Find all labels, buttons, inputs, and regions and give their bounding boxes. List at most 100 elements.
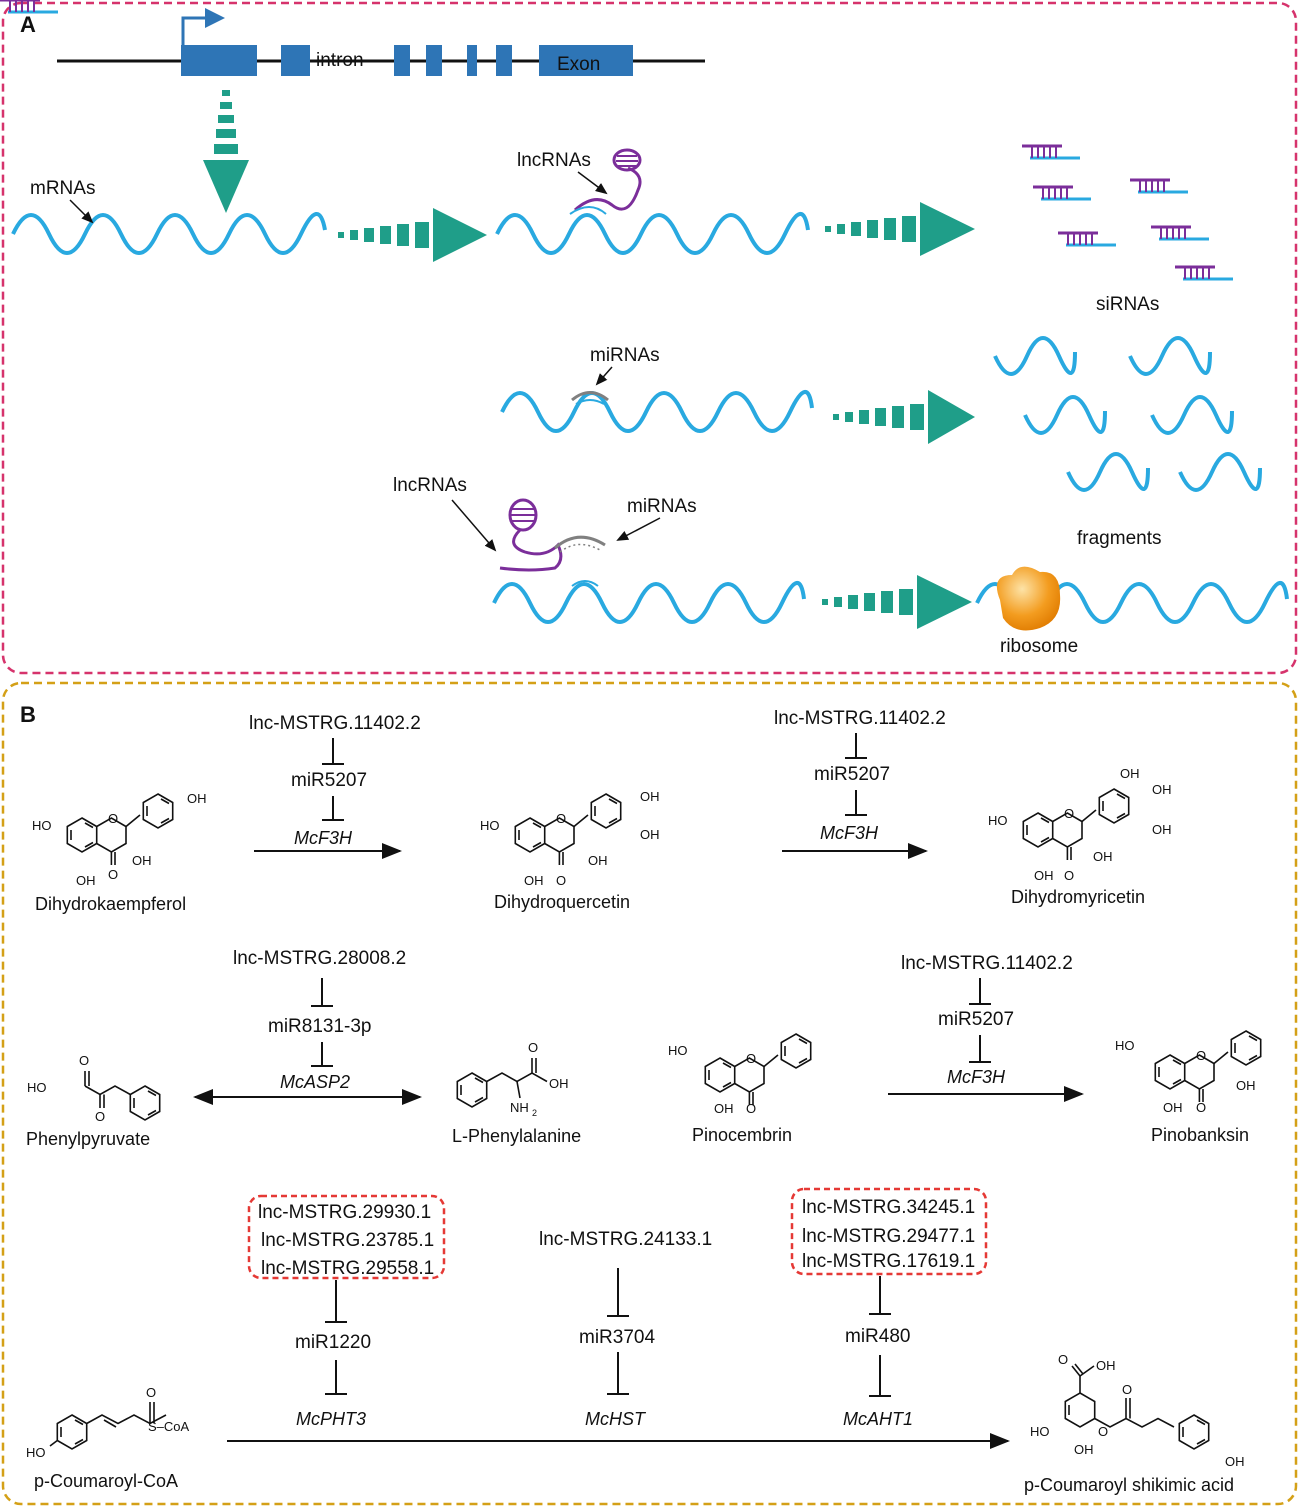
phenylpyruvate-structure: HO O O: [27, 1053, 161, 1124]
mirnas-bottom-label: miRNAs: [627, 496, 697, 517]
phenylalanine-label: L-Phenylalanine: [452, 1126, 581, 1146]
lnc-group-box-1: [247, 1194, 446, 1280]
diagram-text: McHST: [585, 1409, 647, 1429]
mrna-wave-1: [11, 212, 327, 255]
diagram-text: OH: [76, 873, 96, 888]
panel-b-border: [1, 681, 1298, 1506]
diagram-text: lnc-MSTRG.29558.1: [261, 1258, 434, 1279]
mrnas-label: mRNAs: [30, 178, 95, 199]
flow-arrow-3: [833, 390, 975, 444]
diagram-text: McF3H: [820, 823, 879, 843]
diagram-text: OH: [524, 873, 544, 888]
mirnas-mid-label: miRNAs: [590, 345, 660, 366]
flow-arrow-4: [822, 575, 972, 629]
diagram-text: OH: [1152, 822, 1172, 837]
regulation-2: lnc-MSTRG.11402.2 miR5207 McF3H: [774, 708, 946, 859]
diagram-text: OH: [1096, 1358, 1116, 1373]
diagram-text: O: [1196, 1048, 1206, 1063]
diagram-text: O: [1064, 806, 1074, 821]
diagram-text: McASP2: [280, 1072, 350, 1092]
diagram-text: 2: [532, 1108, 537, 1118]
mrna-wave-3: [500, 390, 814, 433]
mirna-mid: [571, 391, 609, 402]
diagram-text: O: [746, 1101, 756, 1116]
dihydroquercetin-label: Dihydroquercetin: [494, 892, 630, 912]
diagram-text: lnc-MSTRG.34245.1: [802, 1197, 975, 1218]
lncrnas-top-label: lncRNAs: [517, 150, 591, 171]
diagram-text: OH: [1225, 1454, 1245, 1469]
diagram-text: O: [108, 867, 118, 882]
coumaroyl-shikimic-structure: O OH HO OH O O OH: [1030, 1352, 1245, 1469]
diagram-text: miR5207: [938, 1009, 1014, 1030]
regulation-7: lnc-MSTRG.34245.1 lnc-MSTRG.29477.1 lnc-…: [790, 1187, 988, 1429]
regulation-6: lnc-MSTRG.24133.1 miR3704 McHST: [539, 1229, 712, 1429]
diagram-text: OH: [640, 789, 660, 804]
diagram-text: O: [108, 811, 118, 826]
diagram-text: lnc-MSTRG.29930.1: [258, 1202, 431, 1223]
coumaroyl-coa-structure: HO O S–CoA: [26, 1385, 190, 1460]
diagram-text: HO: [32, 818, 52, 833]
diagram-text: miR8131-3p: [268, 1016, 372, 1037]
flow-arrow-2: [825, 202, 975, 256]
diagram-text: McF3H: [294, 828, 353, 848]
coumaroyl-coa-label: p-Coumaroyl-CoA: [34, 1471, 178, 1491]
diagram-text: OH: [1034, 868, 1054, 883]
diagram-text: HO: [27, 1080, 47, 1095]
mrna-wave-4: [492, 581, 806, 624]
diagram-text: OH: [549, 1076, 569, 1091]
diagram-text: O: [746, 1051, 756, 1066]
diagram-text: OH: [714, 1101, 734, 1116]
dihydroquercetin-structure: HO O OH OH OH OH O: [480, 789, 660, 888]
pinocembrin-structure: HO O OH O: [668, 1033, 812, 1116]
flow-arrow-1: [338, 208, 487, 262]
sirna-duplexes: [0, 0, 1235, 281]
dihydrokaempferol-structure: HO O OH OH OH O: [32, 791, 207, 888]
mrna-fragments: [993, 336, 1262, 492]
dihydrokaempferol-label: Dihydrokaempferol: [35, 894, 186, 914]
pinobanksin-structure: HO O OH OH O: [1115, 1030, 1262, 1115]
diagram-text: HO: [26, 1445, 46, 1460]
diagram-text: McAHT1: [843, 1409, 913, 1429]
coumaroyl-shikimic-label: p-Coumaroyl shikimic acid: [1024, 1475, 1234, 1495]
panel-a-label: A: [20, 12, 36, 37]
diagram-text: NH: [510, 1100, 529, 1115]
dihydromyricetin-structure: HO O OH OH OH OH OH O: [988, 766, 1172, 883]
diagram-text: O: [146, 1385, 156, 1400]
diagram-text: miR5207: [814, 764, 890, 785]
diagram-text: lnc-MSTRG.17619.1: [802, 1251, 975, 1272]
panel-b-label: B: [20, 702, 36, 727]
pinocembrin-label: Pinocembrin: [692, 1125, 792, 1145]
diagram-text: lnc-MSTRG.11402.2: [774, 708, 946, 729]
diagram-text: McF3H: [947, 1067, 1006, 1087]
diagram-text: OH: [1236, 1078, 1256, 1093]
diagram-text: O: [1058, 1352, 1068, 1367]
diagram-text: O: [556, 873, 566, 888]
diagram-text: McPHT3: [296, 1409, 366, 1429]
regulation-1: lnc-MSTRG.11402.2 miR5207 McF3H: [249, 713, 421, 859]
transcription-arrow: [203, 90, 249, 213]
diagram-text: OH: [1163, 1100, 1183, 1115]
diagram-text: lnc-MSTRG.29477.1: [802, 1226, 975, 1247]
fragments-label: fragments: [1077, 528, 1161, 549]
diagram-text: S–CoA: [148, 1419, 190, 1434]
diagram-text: lnc-MSTRG.11402.2: [249, 713, 421, 734]
diagram-text: lnc-MSTRG.23785.1: [261, 1230, 434, 1251]
dihydromyricetin-label: Dihydromyricetin: [1011, 887, 1145, 907]
regulation-4: lnc-MSTRG.11402.2 miR5207 McF3H: [888, 953, 1084, 1102]
diagram-text: OH: [1120, 766, 1140, 781]
ribosome-label: ribosome: [1000, 636, 1078, 657]
diagram-text: O: [95, 1109, 105, 1124]
diagram-text: O: [79, 1053, 89, 1068]
regulation-5: lnc-MSTRG.29930.1 lnc-MSTRG.23785.1 lnc-…: [247, 1194, 446, 1429]
diagram-text: O: [556, 811, 566, 826]
diagram-text: HO: [988, 813, 1008, 828]
diagram-text: miR480: [845, 1326, 910, 1347]
diagram-text: O: [1064, 868, 1074, 883]
diagram-text: miR1220: [295, 1332, 371, 1353]
phenylpyruvate-label: Phenylpyruvate: [26, 1129, 150, 1149]
lncrna-top: lncRNAs: [517, 148, 642, 215]
diagram-text: OH: [1074, 1442, 1094, 1457]
diagram-text: OH: [1093, 849, 1113, 864]
ribosome: [996, 566, 1061, 631]
